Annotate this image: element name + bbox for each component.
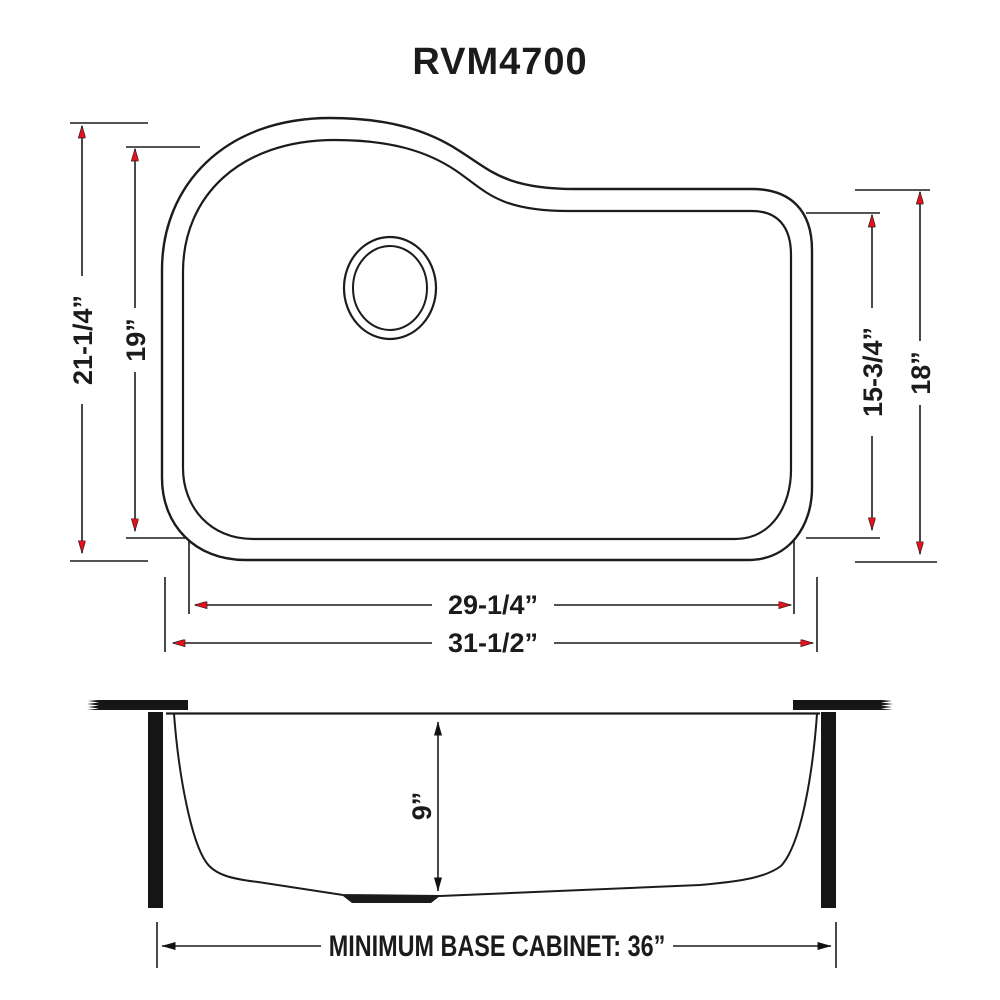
- label-bowl-height: 19”: [119, 308, 151, 372]
- label-overall-height: 21-1/4”: [66, 276, 98, 404]
- right-height-text: 18”: [906, 351, 936, 395]
- bowl-right-height-text: 15-3/4”: [858, 327, 888, 417]
- depth-text: 9”: [407, 792, 437, 821]
- label-bowl-width: 29-1/4”: [432, 590, 554, 620]
- top-view: [160, 116, 814, 562]
- label-mask: [432, 590, 554, 620]
- label-mask: [119, 308, 151, 372]
- cabinet-requirement-text: MINIMUM BASE CABINET: 36”: [329, 929, 666, 962]
- sink-outer-outline: [160, 116, 814, 562]
- drain-outer-circle: [342, 235, 438, 341]
- cabinet-wall-left: [148, 712, 163, 908]
- sink-section-outline: [173, 713, 818, 898]
- label-depth: 9”: [407, 792, 437, 821]
- label-mask: [66, 276, 98, 404]
- bowl-height-text: 19”: [121, 318, 151, 362]
- label-overall-width: 31-1/2”: [432, 628, 554, 658]
- model-number-title: RVM4700: [412, 41, 587, 83]
- overall-width-text: 31-1/2”: [448, 628, 538, 658]
- label-cabinet: MINIMUM BASE CABINET: 36”: [321, 929, 673, 963]
- countertop-left: [87, 700, 188, 710]
- cabinet-wall-right: [821, 712, 836, 908]
- label-right-height: 18”: [904, 341, 936, 405]
- label-mask: [432, 628, 554, 658]
- bowl-width-text: 29-1/4”: [448, 590, 538, 620]
- label-mask: [321, 930, 673, 962]
- drain-inner-circle: [352, 245, 428, 331]
- sink-inner-outline: [181, 138, 793, 541]
- drain-fitting: [343, 896, 440, 903]
- countertop-right: [793, 700, 893, 710]
- label-bowl-right-height: 15-3/4”: [856, 308, 888, 436]
- extension-lines-top-view: [70, 122, 937, 652]
- label-mask: [856, 308, 888, 436]
- side-view: [87, 700, 893, 908]
- overall-height-text: 21-1/4”: [68, 295, 98, 385]
- label-mask: [904, 341, 936, 405]
